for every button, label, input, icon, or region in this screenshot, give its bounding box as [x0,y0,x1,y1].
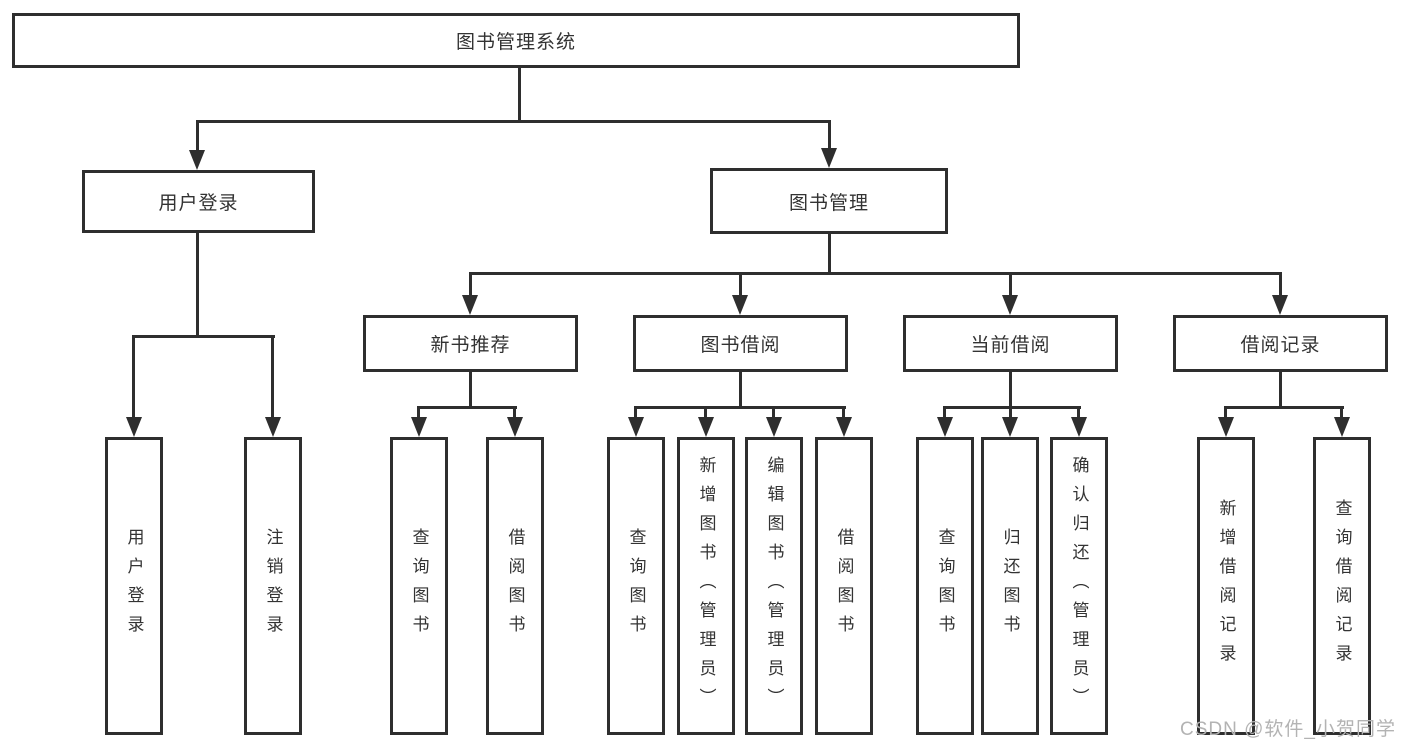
arrow-down-icon [1002,417,1018,437]
connector-leaf-stub [513,406,516,419]
connector-leaf-stub [1077,406,1080,419]
connector-leaf-stub [704,406,707,419]
connector-level2-rail [196,120,830,123]
connector-newbook-stem [469,372,472,406]
leaf-borrow-add-books-admin: 新增图书（管理员） [677,437,735,735]
arrow-down-icon [1002,295,1018,315]
arrow-down-icon [1071,417,1087,437]
arrow-down-icon [462,295,478,315]
connector-level3-stub [1279,272,1282,297]
leaf-record-query-borrow-record: 查询借阅记录 [1313,437,1371,735]
connector-level3-stub [1009,272,1012,297]
leaf-current-confirm-return-admin-label: 确认归还（管理员） [1069,455,1089,717]
connector-user-login-stem [196,233,199,335]
leaf-newbook-query-books: 查询图书 [390,437,448,735]
arrow-down-icon [507,417,523,437]
node-book-management-label: 图书管理 [788,192,869,214]
connector-leaf-stub [634,406,637,419]
leaf-borrow-query-books: 查询图书 [607,437,665,735]
leaf-borrow-edit-books-admin: 编辑图书（管理员） [745,437,803,735]
arrow-down-icon [821,148,837,168]
arrow-down-icon [265,417,281,437]
connector-user-login-rail [133,335,275,338]
arrow-down-icon [411,417,427,437]
node-root-label: 图书管理系统 [455,32,576,53]
leaf-logout: 注销登录 [244,437,302,735]
leaf-borrow-add-books-admin-label: 新增图书（管理员） [696,455,716,717]
connector-leaf-stub [132,335,135,419]
connector-user-login-stub [196,120,199,153]
connector-record-rail [1225,406,1344,409]
leaf-record-add-borrow-record-label: 新增借阅记录 [1216,499,1236,673]
arrow-down-icon [1334,417,1350,437]
arrow-down-icon [766,417,782,437]
arrow-down-icon [189,150,205,170]
connector-book-mgmt-stem [828,234,831,272]
node-book-borrowing-label: 图书借阅 [700,335,781,356]
node-borrowing-records: 借阅记录 [1173,315,1388,372]
arrow-down-icon [1218,417,1234,437]
node-new-book-recommend: 新书推荐 [363,315,578,372]
leaf-current-return-books: 归还图书 [981,437,1039,735]
node-new-book-recommend-label: 新书推荐 [430,335,511,356]
leaf-current-query-books: 查询图书 [916,437,974,735]
arrow-down-icon [1272,295,1288,315]
connector-borrow-stem [739,372,742,406]
arrow-down-icon [126,417,142,437]
connector-newbook-rail [418,406,517,409]
node-user-login-label: 用户登录 [158,193,239,214]
connector-level3-stub [739,272,742,297]
leaf-record-query-borrow-record-label: 查询借阅记录 [1332,499,1352,673]
node-root: 图书管理系统 [12,13,1020,68]
leaf-borrow-edit-books-admin-label: 编辑图书（管理员） [764,455,784,717]
node-current-borrowing: 当前借阅 [903,315,1118,372]
connector-leaf-stub [417,406,420,419]
leaf-current-return-books-label: 归还图书 [1000,528,1020,644]
connector-root-stem [518,68,521,120]
leaf-current-query-books-label: 查询图书 [935,528,955,644]
connector-leaf-stub [1340,406,1343,419]
leaf-logout-label: 注销登录 [263,528,283,644]
arrow-down-icon [732,295,748,315]
leaf-borrow-borrow-books-label: 借阅图书 [834,528,854,644]
node-book-borrowing: 图书借阅 [633,315,848,372]
node-borrowing-records-label: 借阅记录 [1240,335,1321,356]
connector-book-mgmt-stub [828,120,831,151]
node-current-borrowing-label: 当前借阅 [970,335,1051,356]
connector-leaf-stub [772,406,775,419]
node-book-management: 图书管理 [710,168,948,234]
leaf-current-confirm-return-admin: 确认归还（管理员） [1050,437,1108,735]
arrow-down-icon [628,417,644,437]
node-user-login: 用户登录 [82,170,315,233]
connector-record-stem [1279,372,1282,406]
connector-level3-stub [469,272,472,297]
leaf-borrow-query-books-label: 查询图书 [626,528,646,644]
connector-leaf-stub [842,406,845,419]
connector-current-rail [944,406,1081,409]
leaf-newbook-borrow-books: 借阅图书 [486,437,544,735]
leaf-user-login: 用户登录 [105,437,163,735]
leaf-borrow-borrow-books: 借阅图书 [815,437,873,735]
connector-leaf-stub [271,335,274,419]
connector-level3-rail [469,272,1282,275]
connector-leaf-stub [943,406,946,419]
leaf-user-login-label: 用户登录 [124,528,144,644]
csdn-watermark: CSDN @软件_小贺同学 [1180,719,1396,740]
connector-leaf-stub [1224,406,1227,419]
arrow-down-icon [698,417,714,437]
connector-borrow-rail [635,406,846,409]
leaf-record-add-borrow-record: 新增借阅记录 [1197,437,1255,735]
arrow-down-icon [836,417,852,437]
connector-current-stem [1009,372,1012,406]
arrow-down-icon [937,417,953,437]
leaf-newbook-query-books-label: 查询图书 [409,528,429,644]
leaf-newbook-borrow-books-label: 借阅图书 [505,528,525,644]
connector-leaf-stub [1009,406,1012,419]
